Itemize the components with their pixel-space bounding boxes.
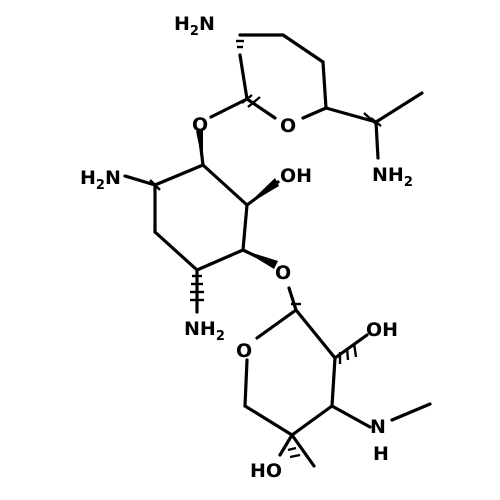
bond xyxy=(290,433,316,468)
bond xyxy=(153,230,199,272)
wedge xyxy=(243,250,278,269)
bonds xyxy=(123,33,432,468)
hash xyxy=(289,453,301,459)
bond xyxy=(330,404,372,429)
ring-oxygen-bottom: O xyxy=(236,340,252,362)
wedge xyxy=(196,130,203,165)
bond xyxy=(281,33,325,64)
bond xyxy=(243,404,294,437)
amino-label-bottom: NH2 xyxy=(184,318,225,344)
bond xyxy=(324,106,378,124)
hash-bonds xyxy=(149,39,382,459)
ring-oxygen-top: O xyxy=(280,115,296,137)
bond xyxy=(287,286,298,312)
atom-labels: H2N O O NH2 H2N OH O NH2 OH O N H HO xyxy=(80,13,413,482)
bond xyxy=(330,356,337,408)
bond xyxy=(209,97,249,119)
link-oxygen-mid: O xyxy=(275,262,291,284)
bond xyxy=(390,402,432,422)
hash xyxy=(247,96,261,108)
bond xyxy=(153,163,205,187)
bond xyxy=(123,174,157,187)
wedge xyxy=(247,178,279,205)
hash xyxy=(352,342,358,358)
hydroxyl-label-bottom: HO xyxy=(250,460,282,482)
amino-label-left: H2N xyxy=(80,167,121,193)
bond xyxy=(290,404,334,437)
bond xyxy=(278,433,294,457)
hash xyxy=(241,94,253,104)
hash xyxy=(363,112,377,125)
methylamino-label: N xyxy=(370,416,386,438)
bond xyxy=(255,308,298,340)
bond xyxy=(195,248,245,272)
bond xyxy=(238,53,249,101)
bond xyxy=(243,358,249,408)
bond xyxy=(301,106,328,120)
bond xyxy=(321,60,328,110)
bond xyxy=(294,308,337,360)
amino-label-top: H2N xyxy=(174,13,215,39)
hash xyxy=(345,347,350,361)
bond xyxy=(241,203,249,252)
methylamino-h-label: H xyxy=(373,443,389,465)
bond xyxy=(374,120,380,160)
amino-label-side: NH2 xyxy=(372,164,413,190)
bond xyxy=(374,91,424,124)
hydroxyl-label-center: OH xyxy=(280,165,312,187)
bond xyxy=(201,163,249,207)
hydroxyl-label-right: OH xyxy=(366,319,398,341)
link-oxygen-top: O xyxy=(192,114,208,136)
bond xyxy=(245,97,277,120)
hash xyxy=(149,179,161,191)
wedge-bonds xyxy=(196,130,279,269)
hash xyxy=(287,446,297,452)
